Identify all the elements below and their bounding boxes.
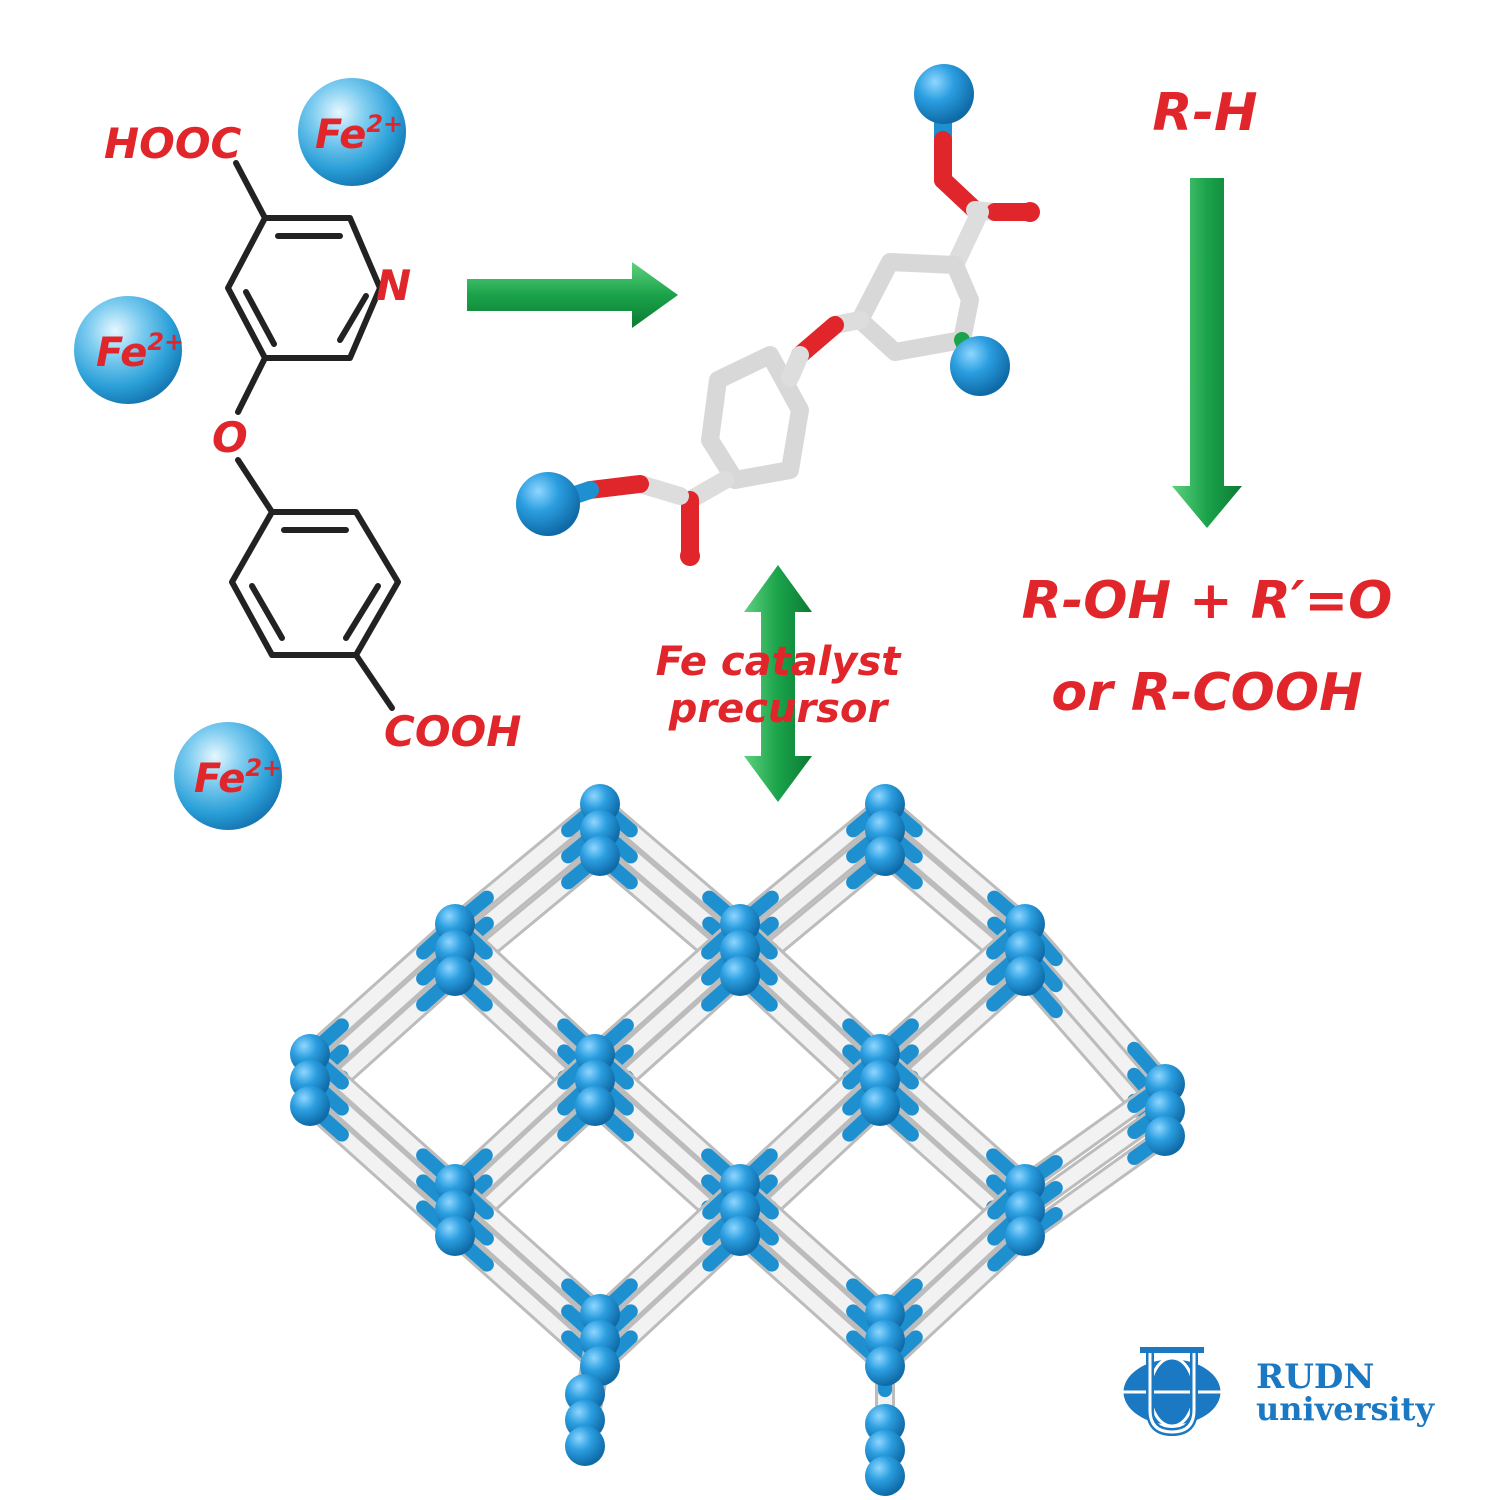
lattice-node xyxy=(290,1086,330,1126)
ligand-top-group: HOOC xyxy=(104,119,242,168)
lattice-node xyxy=(720,1216,760,1256)
lattice-node xyxy=(865,836,905,876)
lattice-node xyxy=(575,1086,615,1126)
lattice-node xyxy=(435,956,475,996)
ligand-bottom-group: COOH xyxy=(384,707,521,756)
ion-charge: 2+ xyxy=(245,754,282,782)
globe-icon xyxy=(1120,1347,1224,1437)
ion-charge: 2+ xyxy=(366,110,403,138)
pyridine-ring xyxy=(225,215,383,361)
ion-symbol: Fe xyxy=(194,756,245,802)
ion-symbol: Fe xyxy=(96,330,147,376)
svg-text:Fe2+: Fe2+ xyxy=(315,110,403,158)
ligand-ring-atom: N xyxy=(376,261,411,310)
svg-text:Fe2+: Fe2+ xyxy=(96,328,184,376)
lattice-node xyxy=(1005,956,1045,996)
catalyst-label-line-1: Fe catalyst xyxy=(656,639,903,685)
lattice-node xyxy=(720,956,760,996)
lattice-node xyxy=(1005,1216,1045,1256)
linker-3d-model xyxy=(516,64,1040,566)
lattice-node xyxy=(580,836,620,876)
logo-line-2: university xyxy=(1256,1390,1435,1428)
logo-line-1: RUDN xyxy=(1256,1357,1374,1397)
benzene-ring xyxy=(229,509,401,658)
fe-ion-3: Fe2+ xyxy=(174,722,282,830)
lattice-node xyxy=(565,1426,605,1466)
lattice-node xyxy=(860,1086,900,1126)
right-arrow xyxy=(467,262,678,328)
ligand-bridge-atom: O xyxy=(212,413,248,462)
ion-charge: 2+ xyxy=(147,328,184,356)
product-line-2: or R-COOH xyxy=(1051,663,1362,723)
product-line-1: R-OH + R′=O xyxy=(1022,571,1393,631)
reactant-label: R-H xyxy=(1152,83,1257,143)
lattice-node xyxy=(435,1216,475,1256)
svg-text:Fe2+: Fe2+ xyxy=(194,754,282,802)
catalyst-label-line-2: precursor xyxy=(668,686,890,732)
lattice-node xyxy=(1145,1116,1185,1156)
fe-ion-1: Fe2+ xyxy=(298,78,406,186)
ligand-structure xyxy=(225,160,401,711)
lattice-node xyxy=(865,1346,905,1386)
rudn-logo: RUDN university xyxy=(1120,1347,1435,1437)
double-arrow xyxy=(744,565,812,802)
lattice-node xyxy=(865,1456,905,1496)
mof-lattice xyxy=(290,784,1185,1496)
down-arrow xyxy=(1172,178,1242,528)
ion-symbol: Fe xyxy=(315,112,366,158)
fe-ion-2: Fe2+ xyxy=(74,296,184,404)
